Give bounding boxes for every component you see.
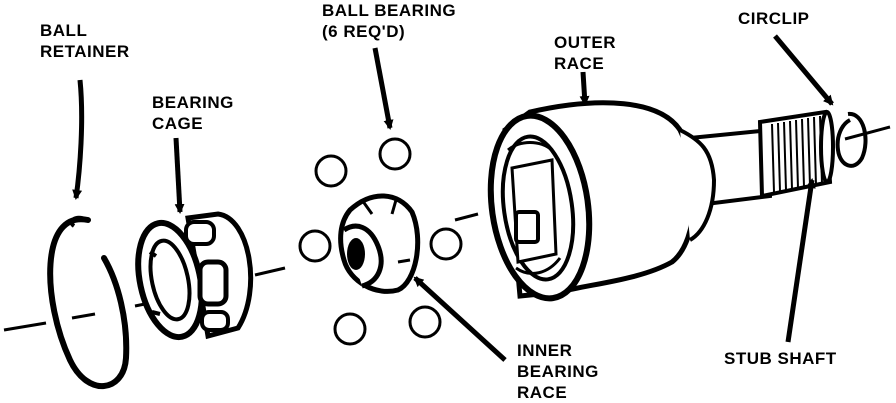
stub-shaft-arrow [785, 178, 816, 343]
outer-race-label: OUTER RACE [554, 33, 616, 73]
ball-bearing-4 [429, 227, 463, 261]
ball-bearing-6 [408, 305, 442, 339]
ball-bearing-label: BALL BEARING (6 REQ'D) [322, 1, 457, 41]
ball-bearing-2 [378, 137, 412, 171]
inner-bearing-race-label: INNER BEARING RACE [517, 341, 599, 402]
leader-arrows [72, 34, 834, 362]
bearing-cage-label: BEARING CAGE [152, 93, 234, 133]
ball-bearing-1 [314, 154, 348, 188]
inner-bearing-race [338, 193, 421, 294]
circlip-arrow [773, 34, 834, 106]
outer-race [487, 100, 717, 302]
ball-bearing-5 [333, 312, 367, 346]
circlip [835, 112, 868, 168]
inner-bearing-race-arrow [413, 276, 507, 362]
center-axis-line [3, 125, 891, 332]
ball-retainer-arrow [72, 79, 85, 200]
ball-bearings [298, 137, 463, 346]
outer-race-arrow [579, 71, 590, 106]
ball-retainer [47, 215, 130, 390]
ball-retainer-label: BALL RETAINER [40, 21, 130, 61]
stub-shaft-label: STUB SHAFT [724, 349, 837, 368]
bearing-cage-arrow [173, 137, 185, 214]
stub-shaft [688, 109, 835, 209]
ball-bearing-3 [298, 229, 332, 263]
bearing-cage [135, 211, 254, 341]
ball-bearing-arrow [372, 47, 394, 130]
circlip-label: CIRCLIP [738, 9, 810, 28]
